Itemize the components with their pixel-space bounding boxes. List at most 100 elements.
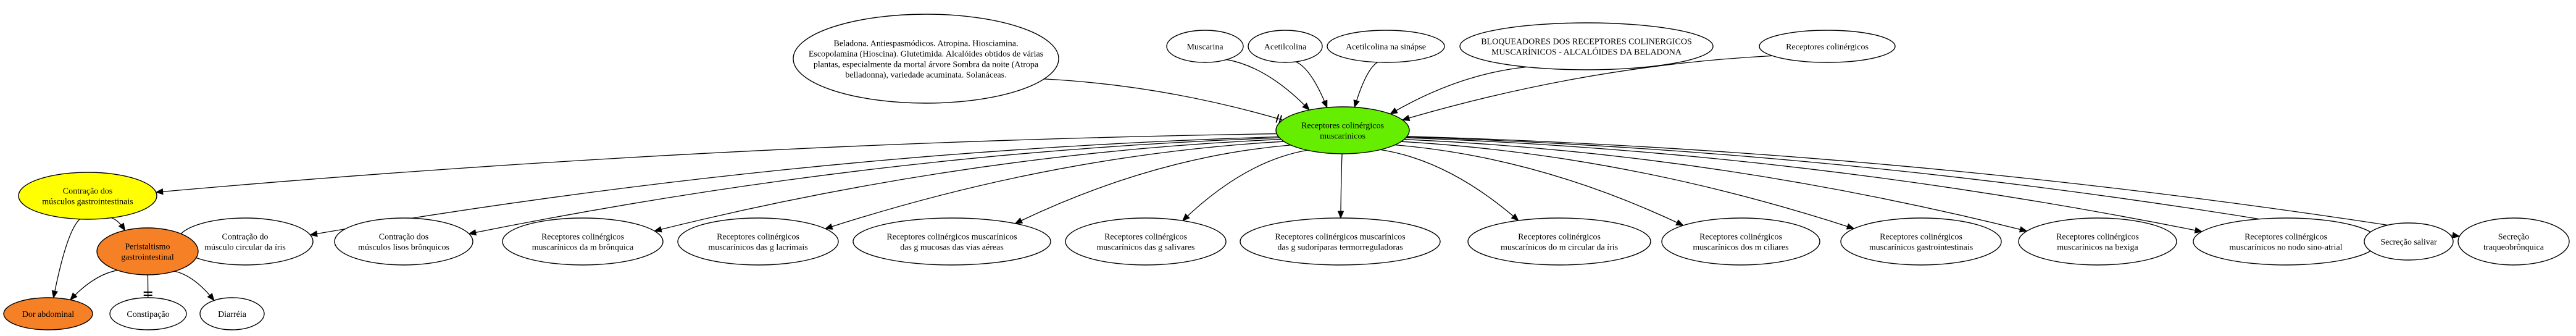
arrowhead-receptores-colinergicos-to-central (1401, 114, 1411, 121)
node-muscarina[interactable]: Muscarina (1166, 30, 1244, 63)
arrowhead-muscarina-to-central (1302, 103, 1310, 111)
edge-central-to-rc-vias-aereas (1015, 145, 1291, 224)
node-label-peristaltismo-line-0: Peristaltismo (125, 243, 170, 252)
edge-central-to-rc-circular-iris (1380, 149, 1519, 221)
edge-central-to-contracao-iris (310, 136, 1279, 235)
node-shape-secrecao-salivar (2364, 222, 2454, 261)
node-label-contracao-iris-line-0: Contração do (222, 233, 268, 242)
node-shape-secrecao-traqueo (2457, 217, 2570, 266)
node-dor-abdominal[interactable]: Dor abdominal (3, 297, 93, 330)
edge-central-to-contracao-bronquicos (469, 137, 1280, 235)
node-label-acetilcolina-sinapse-line-0: Acetilcolina na sinápse (1346, 43, 1426, 52)
node-label-rc-circular-iris-line-1: muscarínicos do m circular da íris (1501, 243, 1618, 253)
arrowhead-contracao-gi-to-peristaltismo (118, 222, 126, 232)
edge-muscarina-to-central (1227, 59, 1310, 111)
node-shape-bloqueadores (1459, 22, 1714, 70)
node-beladona[interactable]: Beladona. Antiespasmódicos. Atropina. Hi… (793, 14, 1059, 104)
node-label-acetilcolina-line-0: Acetilcolina (1264, 43, 1307, 52)
node-shape-rc-salivares (1065, 217, 1227, 266)
node-rc-vias-aereas[interactable]: Receptores colinérgicos muscarínicosdas … (852, 217, 1051, 266)
edge-contracao-gi-to-dor-abdominal (53, 219, 80, 298)
nodes: Beladona. Antiespasmódicos. Atropina. Hi… (3, 14, 2570, 330)
arrowhead-central-to-rc-lacrimais (824, 223, 833, 230)
arrowhead-contracao-gi-to-dor-abdominal (51, 290, 59, 299)
node-shape-dor-abdominal (3, 297, 93, 330)
node-label-contracao-iris-line-1: músculo circular da íris (204, 243, 286, 253)
node-label-diarreia-line-0: Diarréia (218, 310, 247, 319)
arrowhead-central-to-contracao-bronquicos (468, 229, 477, 236)
node-diarreia[interactable]: Diarréia (199, 297, 265, 330)
node-label-rc-lacrimais-line-1: muscarínicos das g lacrimais (708, 243, 807, 253)
node-label-bloqueadores-line-1: MUSCARÍNICOS - ALCALÓIDES DA BELADONA (1491, 47, 1682, 57)
node-label-beladona-line-2: plantas, especialmente da mortal árvore … (814, 61, 1039, 70)
arrowhead-central-to-contracao-iris (309, 230, 318, 237)
edge-central-to-rc-bexiga (1404, 139, 2027, 232)
edge-central-to-rc-nodo (1406, 137, 2203, 232)
edges (51, 55, 2461, 301)
node-shape-receptores-colinergicos (1759, 30, 1896, 63)
node-shape-diarreia (199, 297, 265, 330)
node-shape-rc-lacrimais (677, 217, 839, 266)
node-secrecao-salivar[interactable]: Secreção salivar (2364, 222, 2454, 261)
node-label-rc-vias-aereas-line-0: Receptores colinérgicos muscarínicos (886, 233, 1017, 242)
edge-receptores-colinergicos-to-central (1402, 55, 1773, 120)
node-label-contracao-bronquicos-line-0: Contração dos (379, 233, 428, 242)
arrowhead-central-to-rc-circular-iris (1511, 213, 1519, 221)
node-label-rc-gastro-line-0: Receptores colinérgicos (1880, 233, 1962, 242)
node-shape-central (1275, 106, 1410, 154)
node-label-receptores-colinergicos-line-0: Receptores colinérgicos (1786, 43, 1869, 52)
node-receptores-colinergicos[interactable]: Receptores colinérgicos (1759, 30, 1896, 63)
node-acetilcolina-sinapse[interactable]: Acetilcolina na sinápse (1327, 30, 1445, 63)
node-shape-rc-vias-aereas (852, 217, 1051, 266)
node-shape-acetilcolina-sinapse (1327, 30, 1445, 63)
node-label-rc-bexiga-line-0: Receptores colinérgicos (2056, 233, 2139, 242)
arrowhead-peristaltismo-to-diarreia (207, 293, 215, 301)
node-contracao-gi[interactable]: Contração dos músculos gastrointestinais (18, 172, 157, 220)
node-shape-contracao-bronquicos (334, 217, 473, 266)
node-shape-contracao-gi (18, 172, 157, 220)
node-label-bloqueadores-line-0: BLOQUEADORES DOS RECEPTORES COLINERGICOS (1481, 38, 1692, 47)
arrowhead-central-to-rc-gastro (1846, 223, 1855, 230)
arrowhead-bloqueadores-to-central (1390, 107, 1398, 115)
node-label-contracao-gi-line-0: Contração dos (63, 187, 112, 196)
node-bloqueadores[interactable]: BLOQUEADORES DOS RECEPTORES COLINERGICOS… (1459, 22, 1714, 70)
node-label-contracao-gi-line-1: músculos gastrointestinais (42, 198, 133, 207)
arrowhead-central-to-rc-sudoriparas (1337, 211, 1344, 219)
arrowhead-central-to-rc-salivares (1182, 213, 1190, 222)
node-shape-acetilcolina (1248, 30, 1323, 63)
node-rc-sudoriparas[interactable]: Receptores colinérgicos muscarínicosdas … (1240, 217, 1441, 266)
node-constipacao[interactable]: Constipação (109, 297, 187, 330)
node-label-muscarina-line-0: Muscarina (1186, 43, 1223, 52)
edge-central-to-contracao-gi (156, 133, 1277, 193)
node-shape-rc-bronquica (502, 217, 664, 266)
node-shape-beladona (793, 14, 1059, 104)
node-label-rc-nodo-line-0: Receptores colinérgicos (2245, 233, 2327, 242)
node-shape-rc-bexiga (2018, 217, 2177, 266)
tee-head-beladona-to-central-1 (1275, 114, 1280, 123)
node-acetilcolina[interactable]: Acetilcolina (1248, 30, 1323, 63)
node-label-rc-circular-iris-line-0: Receptores colinérgicos (1518, 233, 1601, 242)
node-shape-rc-ciliares (1661, 217, 1820, 266)
node-label-secrecao-traqueo-line-0: Secreção (2498, 233, 2530, 242)
edge-acetilcolina-to-central (1295, 61, 1328, 108)
node-shape-rc-circular-iris (1467, 217, 1651, 266)
edge-bloqueadores-to-central (1390, 66, 1527, 114)
node-label-rc-sudoriparas-line-0: Receptores colinérgicos muscarínicos (1275, 233, 1405, 242)
node-label-secrecao-traqueo-line-1: traqueobrônquica (2483, 243, 2545, 253)
node-label-rc-ciliares-line-0: Receptores colinérgicos (1699, 233, 1782, 242)
node-label-rc-bronquica-line-0: Receptores colinérgicos (541, 233, 624, 242)
node-label-rc-sudoriparas-line-1: das g sudoríparas termorreguladoras (1277, 243, 1403, 253)
